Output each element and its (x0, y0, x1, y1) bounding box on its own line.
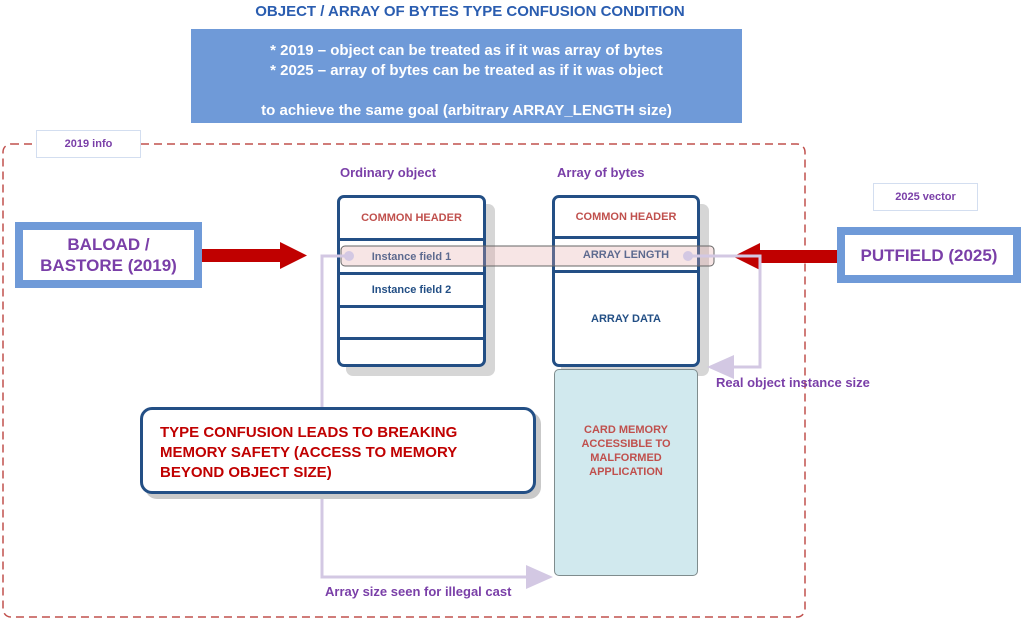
card-text: CARD MEMORY (584, 424, 668, 436)
summary-box: * 2019 – object can be treated as if it … (191, 29, 742, 123)
callout-text: MEMORY SAFETY (ACCESS TO MEMORY (160, 444, 458, 461)
instance-field-2: Instance field 2 (340, 275, 483, 308)
tag-2019-info: 2019 info (36, 130, 141, 158)
baload-label: BALOAD / (67, 235, 150, 254)
array-of-bytes-label: Array of bytes (557, 165, 645, 180)
ordinary-common-header: COMMON HEADER (340, 198, 483, 241)
real-object-size-label: Real object instance size (716, 375, 870, 390)
array-of-bytes-layout: COMMON HEADER ARRAY LENGTH ARRAY DATA (552, 195, 700, 367)
array-data: ARRAY DATA (591, 312, 661, 325)
type-confusion-callout: TYPE CONFUSION LEADS TO BREAKING MEMORY … (140, 407, 536, 494)
2019-info-region (2, 143, 806, 618)
array-common-header: COMMON HEADER (555, 198, 697, 239)
card-text: MALFORMED (590, 452, 662, 464)
empty-field-row (340, 308, 483, 340)
summary-line-2025: * 2025 – array of bytes can be treated a… (270, 62, 663, 79)
baload-bastore-box: BALOAD / BASTORE (2019) (15, 222, 202, 288)
diagram-title: OBJECT / ARRAY OF BYTES TYPE CONFUSION C… (255, 3, 685, 20)
card-text: ACCESSIBLE TO (581, 438, 671, 450)
bastore-label: BASTORE (2019) (40, 256, 177, 275)
summary-line-2019: * 2019 – object can be treated as if it … (270, 42, 663, 59)
red-arrow-right (202, 242, 307, 269)
array-length: ARRAY LENGTH (555, 239, 697, 273)
illegal-cast-size-label: Array size seen for illegal cast (325, 584, 512, 599)
card-text: APPLICATION (589, 466, 663, 478)
red-arrow-left (733, 243, 837, 270)
tag-2025-vector: 2025 vector (873, 183, 978, 211)
ordinary-object-layout: COMMON HEADER Instance field 1 Instance … (337, 195, 486, 367)
putfield-box: PUTFIELD (2025) (837, 227, 1021, 283)
callout-text: TYPE CONFUSION LEADS TO BREAKING (160, 424, 458, 441)
ordinary-object-label: Ordinary object (340, 165, 437, 180)
empty-field-row (340, 340, 483, 364)
card-memory-region: CARD MEMORY ACCESSIBLE TO MALFORMED APPL… (554, 369, 698, 576)
callout-text: BEYOND OBJECT SIZE) (160, 464, 332, 481)
summary-goal: to achieve the same goal (arbitrary ARRA… (261, 102, 672, 119)
instance-field-1: Instance field 1 (340, 241, 483, 275)
